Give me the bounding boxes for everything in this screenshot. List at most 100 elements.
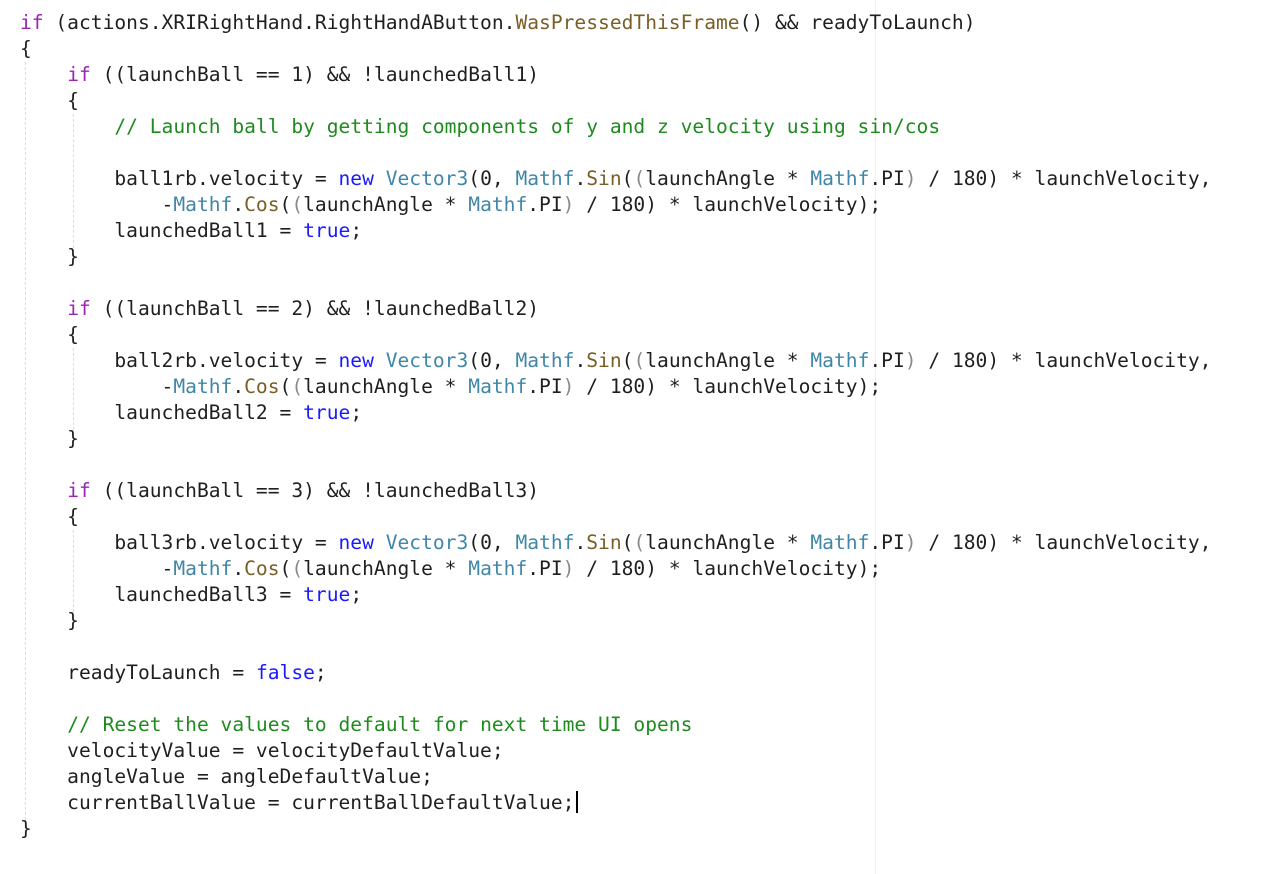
- code-token: Mathf: [468, 557, 528, 580]
- code-token: .PI: [869, 167, 905, 190]
- code-line: {: [20, 504, 1211, 530]
- code-content[interactable]: if (actions.XRIRightHand.RightHandAButto…: [20, 10, 1211, 842]
- code-token: Vector3: [385, 167, 469, 190]
- code-line: readyToLaunch = false;: [20, 660, 1211, 686]
- code-token: .: [232, 193, 245, 216]
- code-token: Mathf: [515, 531, 575, 554]
- code-token: (0,: [468, 349, 516, 372]
- code-line: }: [20, 426, 1211, 452]
- code-token: .: [232, 375, 245, 398]
- code-line: }: [20, 244, 1211, 270]
- code-line: if ((launchBall == 3) && !launchedBall3): [20, 478, 1211, 504]
- code-token: Mathf: [810, 349, 870, 372]
- code-token: ): [904, 531, 917, 554]
- code-token: Mathf: [810, 167, 870, 190]
- code-token: ): [904, 167, 917, 190]
- code-token: {: [20, 323, 79, 346]
- code-token: (: [291, 193, 304, 216]
- code-token: launchAngle *: [303, 193, 469, 216]
- code-token: -: [20, 557, 174, 580]
- code-token: ball2rb.velocity =: [20, 349, 339, 372]
- code-token: Mathf: [468, 193, 528, 216]
- code-token: (: [279, 375, 292, 398]
- code-token: Mathf: [173, 557, 233, 580]
- code-token: Mathf: [468, 375, 528, 398]
- code-token: (actions.XRIRightHand.RightHandAButton.: [43, 11, 516, 34]
- code-token: (: [291, 557, 304, 580]
- code-token: Vector3: [385, 531, 469, 554]
- code-token: true: [303, 401, 351, 424]
- code-token: velocityValue = velocityDefaultValue;: [20, 739, 504, 762]
- code-token: Mathf: [173, 193, 233, 216]
- code-token: }: [20, 609, 79, 632]
- code-line: if (actions.XRIRightHand.RightHandAButto…: [20, 10, 1211, 36]
- code-token: (: [621, 167, 634, 190]
- code-token: [374, 167, 386, 190]
- code-token: angleValue = angleDefaultValue;: [20, 765, 433, 788]
- code-line: [20, 686, 1211, 712]
- code-token: ;: [350, 583, 363, 606]
- code-token: (: [279, 193, 292, 216]
- code-token: if: [67, 63, 91, 86]
- code-token: ((launchBall == 3) && !launchedBall3): [90, 479, 540, 502]
- code-token: / 180) * launchVelocity,: [916, 167, 1212, 190]
- code-token: Mathf: [515, 349, 575, 372]
- code-token: ): [562, 193, 575, 216]
- code-token: }: [20, 245, 79, 268]
- code-token: (0,: [468, 531, 516, 554]
- code-token: ball1rb.velocity =: [20, 167, 339, 190]
- code-line: // Reset the values to default for next …: [20, 712, 1211, 738]
- code-line: ball2rb.velocity = new Vector3(0, Mathf.…: [20, 348, 1211, 374]
- code-token: [20, 63, 67, 86]
- code-line: ball3rb.velocity = new Vector3(0, Mathf.…: [20, 530, 1211, 556]
- code-token: ): [562, 557, 575, 580]
- code-token: .PI: [527, 193, 563, 216]
- code-line: [20, 140, 1211, 166]
- code-line: -Mathf.Cos((launchAngle * Mathf.PI) / 18…: [20, 374, 1211, 400]
- code-token: (0,: [468, 167, 516, 190]
- code-token: Sin: [586, 167, 622, 190]
- code-token: ;: [350, 401, 363, 424]
- indent-guide-block-2: [73, 348, 74, 430]
- code-token: ((launchBall == 1) && !launchedBall1): [90, 63, 540, 86]
- code-token: / 180) * launchVelocity,: [916, 531, 1212, 554]
- code-token: .: [574, 349, 587, 372]
- code-token: Sin: [586, 531, 622, 554]
- code-token: ): [904, 349, 917, 372]
- indent-guide-block-3: [73, 530, 74, 612]
- code-token: (: [621, 531, 634, 554]
- code-token: / 180) * launchVelocity,: [916, 349, 1212, 372]
- column-ruler: [875, 0, 876, 874]
- code-token: launchAngle *: [303, 375, 469, 398]
- code-token: launchedBall3 =: [20, 583, 304, 606]
- code-token: (: [633, 167, 646, 190]
- code-token: Cos: [244, 557, 280, 580]
- code-token: if: [67, 479, 91, 502]
- code-line: }: [20, 608, 1211, 634]
- code-token: .PI: [869, 531, 905, 554]
- code-token: (: [279, 557, 292, 580]
- code-token: launchAngle *: [645, 531, 811, 554]
- code-token: [20, 713, 67, 736]
- code-token: -: [20, 375, 174, 398]
- text-cursor: [576, 791, 579, 813]
- code-line: -Mathf.Cos((launchAngle * Mathf.PI) / 18…: [20, 556, 1211, 582]
- code-token: Mathf: [515, 167, 575, 190]
- code-token: {: [20, 505, 79, 528]
- code-token: [20, 297, 67, 320]
- code-token: new: [338, 167, 374, 190]
- code-line: }: [20, 816, 1211, 842]
- code-line: ball1rb.velocity = new Vector3(0, Mathf.…: [20, 166, 1211, 192]
- code-token: .: [574, 167, 587, 190]
- code-line: {: [20, 88, 1211, 114]
- code-line: if ((launchBall == 1) && !launchedBall1): [20, 62, 1211, 88]
- code-token: [20, 115, 114, 138]
- code-token: {: [20, 37, 32, 60]
- code-token: new: [338, 349, 374, 372]
- code-token: currentBallValue = currentBallDefaultVal…: [20, 791, 575, 814]
- code-token: if: [67, 297, 91, 320]
- code-token: {: [20, 89, 79, 112]
- code-line: if ((launchBall == 2) && !launchedBall2): [20, 296, 1211, 322]
- code-token: ;: [350, 219, 363, 242]
